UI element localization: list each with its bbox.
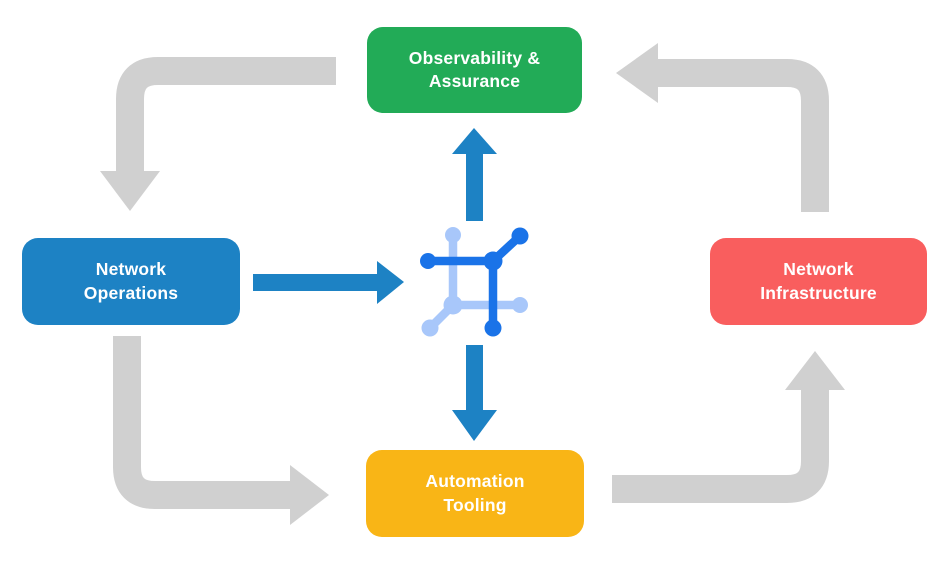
arrow-tooling-to-infrastructure	[612, 351, 845, 503]
node-label-line: Network	[95, 259, 167, 280]
arrow-shaft	[253, 274, 378, 291]
icon-dark-joint	[483, 251, 503, 271]
node-automation-tooling: Automation Tooling	[366, 450, 584, 537]
node-network-operations: Network Operations	[22, 238, 240, 325]
icon-light-node-right	[512, 297, 528, 313]
arrow-head-up-icon	[452, 128, 497, 154]
arrow-shaft	[466, 345, 483, 411]
arrow-shaft	[113, 336, 291, 509]
arrow-shaft	[466, 153, 483, 221]
icon-dark-node-bottom	[484, 319, 502, 337]
icon-light-node-top	[445, 227, 461, 243]
icon-light-node-bottom-left	[421, 319, 439, 337]
arrow-operations-to-tooling	[113, 336, 329, 525]
arrow-operations-to-center	[253, 261, 404, 304]
node-label-line: Observability &	[408, 47, 541, 68]
icon-dark-node-left	[420, 253, 436, 269]
arrow-head-left-icon	[616, 43, 658, 103]
arrow-observability-to-operations	[100, 57, 336, 211]
node-label-line: Assurance	[428, 71, 521, 91]
node-label-line: Automation	[425, 471, 525, 492]
arrow-shaft	[116, 57, 336, 172]
arrow-shaft	[612, 390, 829, 503]
arrow-shaft	[658, 59, 829, 212]
node-label-line: Infrastructure	[760, 282, 877, 303]
arrow-head-up-icon	[785, 351, 845, 390]
node-network-infrastructure: Network Infrastructure	[710, 238, 927, 325]
network-automation-icon	[420, 227, 529, 337]
arrow-head-right-icon	[290, 465, 329, 525]
icon-light-joint	[443, 295, 463, 315]
arrow-head-right-icon	[377, 261, 404, 304]
node-observability-assurance: Observability & Assurance	[367, 27, 582, 113]
arrow-head-down-icon	[452, 410, 497, 441]
icon-dark-node-top-right	[511, 227, 529, 245]
arrow-infrastructure-to-observability	[616, 43, 829, 212]
arrow-head-down-icon	[100, 171, 160, 211]
arrow-center-to-observability	[452, 128, 497, 221]
node-label-line: Operations	[83, 282, 179, 303]
node-label-line: Tooling	[443, 494, 507, 515]
node-label-line: Network	[783, 259, 854, 280]
arrow-center-to-tooling	[452, 345, 497, 441]
